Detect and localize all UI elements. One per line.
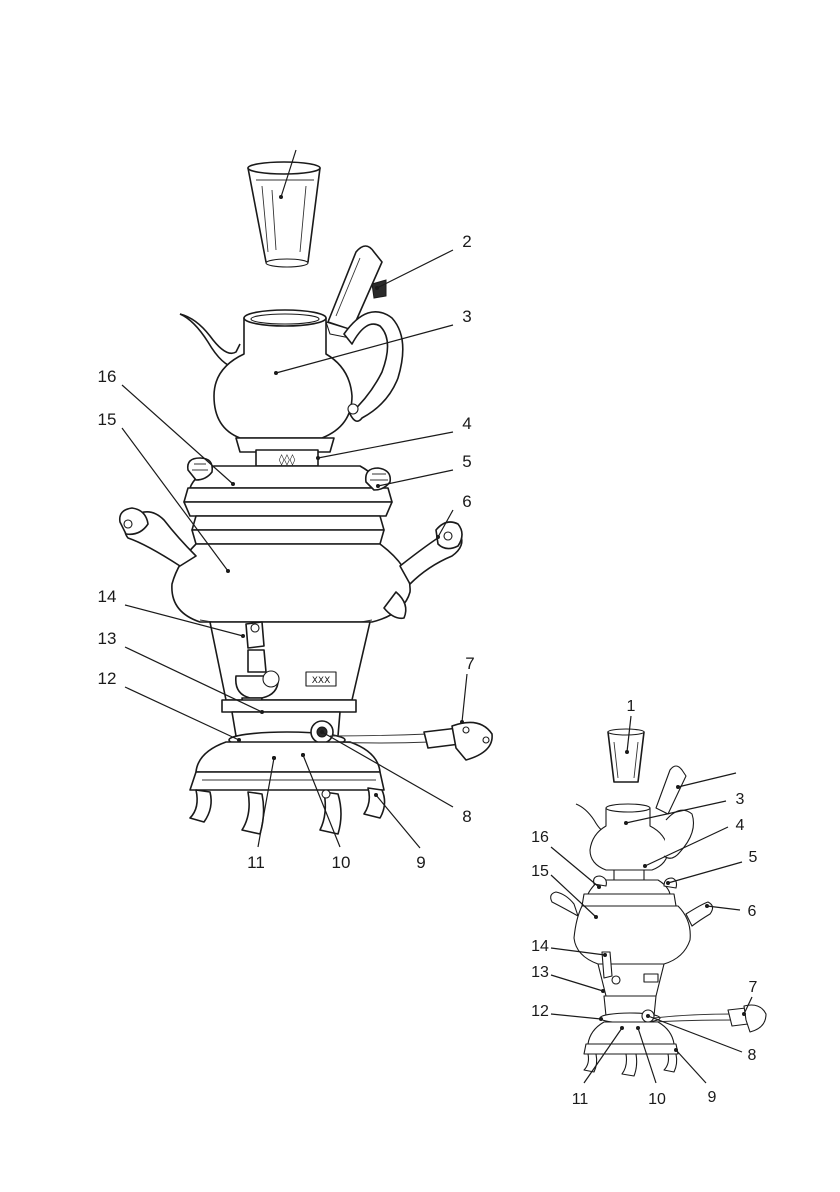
samovar-large-illustration: ◊◊◊ XXX bbox=[120, 162, 492, 834]
teapot bbox=[180, 310, 403, 452]
callout-13-label: 13 bbox=[98, 629, 117, 648]
samovar-crown bbox=[582, 876, 677, 906]
callout-14-small-label: 14 bbox=[531, 938, 549, 955]
samovar-body bbox=[551, 892, 713, 996]
callout-14-label: 14 bbox=[98, 587, 117, 606]
callout-16-small: 16 bbox=[531, 829, 601, 889]
callout-6-small-label: 6 bbox=[748, 903, 757, 920]
callout-6-small: 6 bbox=[705, 903, 757, 920]
callout-7-small-label: 7 bbox=[749, 979, 758, 996]
samovar-crown: ◊◊◊ bbox=[184, 450, 392, 544]
svg-text:XXX: XXX bbox=[312, 676, 331, 686]
callout-16: 16 bbox=[98, 367, 235, 486]
callout-13-small: 13 bbox=[531, 964, 605, 993]
callout-10-small-label: 10 bbox=[648, 1091, 666, 1108]
samovar-base bbox=[190, 700, 385, 834]
teapot bbox=[576, 804, 694, 880]
samovar-base bbox=[584, 996, 678, 1076]
callout-16-label: 16 bbox=[98, 367, 117, 386]
callout-3-small-label: 3 bbox=[736, 791, 745, 808]
callout-6-label: 6 bbox=[462, 492, 471, 511]
callout-12-label: 12 bbox=[98, 669, 117, 688]
tea-strainer bbox=[248, 162, 320, 267]
callout-5-small: 5 bbox=[666, 849, 758, 885]
callout-4-label: 4 bbox=[462, 414, 471, 433]
callout-3-label: 3 bbox=[462, 307, 471, 326]
callout-7: 7 bbox=[460, 654, 475, 724]
callout-8-small-label: 8 bbox=[748, 1047, 757, 1064]
callout-12: 12 bbox=[98, 669, 241, 742]
callout-2: 2 bbox=[375, 232, 472, 290]
callout-5-label: 5 bbox=[462, 452, 471, 471]
svg-text:◊◊◊: ◊◊◊ bbox=[279, 453, 296, 466]
callout-15-label: 15 bbox=[98, 410, 117, 429]
callout-10-label: 10 bbox=[332, 853, 351, 872]
samovar-small-illustration bbox=[551, 729, 766, 1076]
callout-16-small-label: 16 bbox=[531, 829, 549, 846]
callout-13-small-label: 13 bbox=[531, 964, 549, 981]
callout-9-label: 9 bbox=[416, 853, 425, 872]
callout-7-label: 7 bbox=[465, 654, 474, 673]
tea-strainer bbox=[608, 729, 644, 782]
callout-9-small: 9 bbox=[674, 1048, 717, 1106]
callout-2-label: 2 bbox=[462, 232, 471, 251]
teapot-lid bbox=[656, 766, 686, 814]
callout-12-small: 12 bbox=[531, 1003, 603, 1021]
callout-9-small-label: 9 bbox=[708, 1089, 717, 1106]
callout-5-small-label: 5 bbox=[749, 849, 758, 866]
callout-8-label: 8 bbox=[462, 807, 471, 826]
callout-1-small-label: 1 bbox=[627, 698, 636, 715]
callout-4-small-label: 4 bbox=[736, 817, 745, 834]
callout-11-small-label: 11 bbox=[572, 1091, 589, 1108]
callout-11-label: 11 bbox=[247, 853, 265, 872]
callout-15-small-label: 15 bbox=[531, 863, 549, 880]
power-cord bbox=[654, 1005, 766, 1032]
callout-12-small-label: 12 bbox=[531, 1003, 549, 1020]
